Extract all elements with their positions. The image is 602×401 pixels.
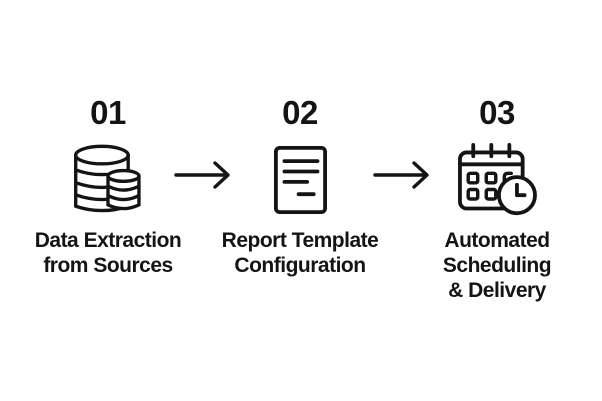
database-icon-svg — [74, 144, 141, 213]
step-label: Report Template Configuration — [221, 229, 379, 277]
step-label: Data Extraction from Sources — [34, 229, 182, 277]
calendar-clock-icon — [402, 138, 592, 222]
arrow-right-icon — [373, 161, 429, 189]
step-number: 01 — [90, 94, 126, 131]
arrow-right-icon — [174, 161, 230, 189]
step-3: 03 Automated Scheduling — [402, 0, 592, 401]
document-icon — [205, 138, 395, 222]
calendar-clock-icon-svg — [458, 142, 537, 216]
step-number: 02 — [282, 94, 318, 131]
step-1: 01 Data Extraction from Sources — [13, 0, 203, 401]
database-icon — [13, 138, 203, 222]
document-icon-svg — [273, 145, 327, 215]
step-label: Automated Scheduling & Delivery — [442, 229, 552, 302]
step-number: 03 — [479, 94, 515, 131]
step-2: 02 Report Template Configuration — [205, 0, 395, 401]
